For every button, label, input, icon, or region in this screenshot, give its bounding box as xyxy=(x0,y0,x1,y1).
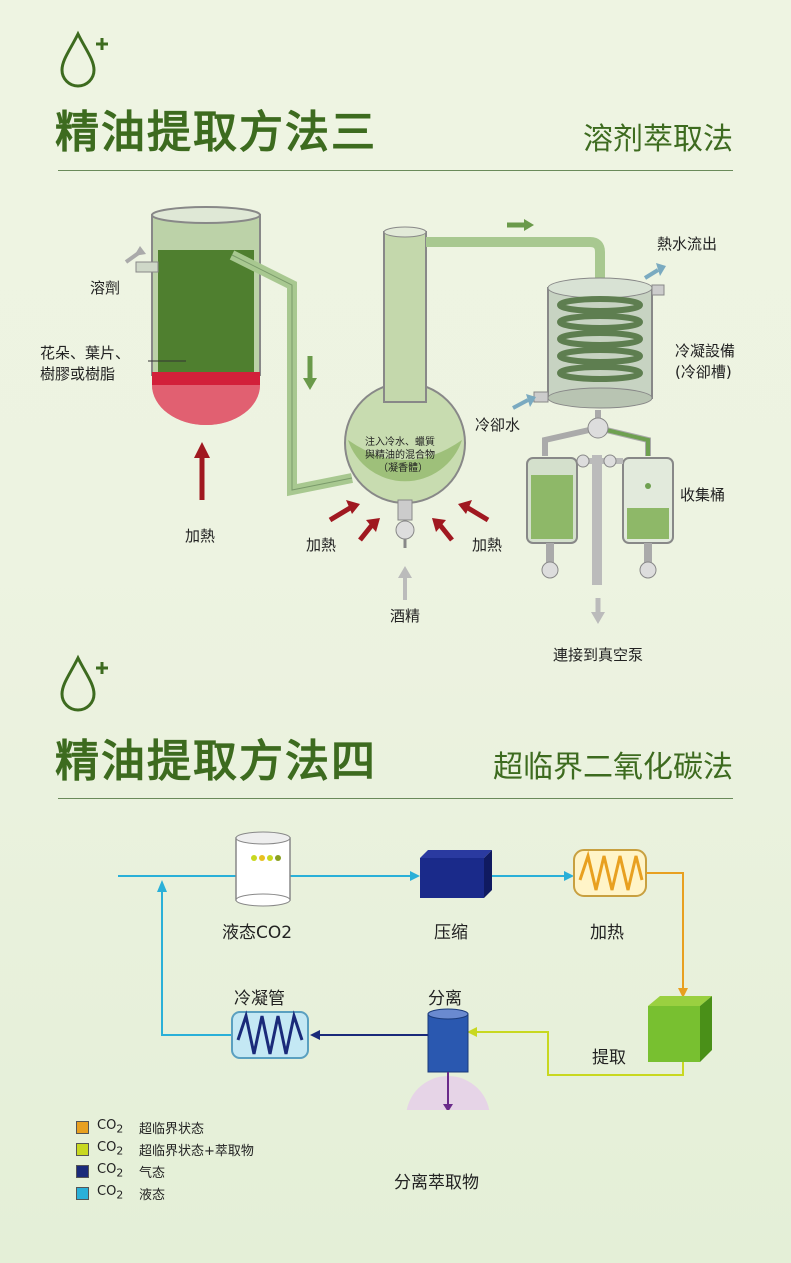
label-material-1: 花朵、葉片、 xyxy=(40,344,131,362)
solvent-extraction-diagram xyxy=(124,206,674,624)
label-material-2: 樹膠或樹脂 xyxy=(40,365,116,383)
label-heat-mid: 加熱 xyxy=(306,536,337,554)
label-alcohol: 酒精 xyxy=(390,607,421,625)
subtitle-method4: 超临界二氧化碳法 xyxy=(493,750,733,785)
legend-text: 液态 xyxy=(139,1187,166,1203)
label-condenser-1: 冷凝設備 xyxy=(675,342,736,360)
condenser xyxy=(533,277,665,409)
legend-co2: CO2 xyxy=(97,1118,124,1136)
droplet-plus-icon xyxy=(60,654,108,712)
label-extract: 提取 xyxy=(592,1048,626,1068)
label-flask-2: 與精油的混合物 xyxy=(365,450,435,461)
label-flask-3: （凝香體） xyxy=(378,463,428,474)
legend-item: CO2 超临界状态+萃取物 xyxy=(76,1140,254,1159)
page-title-method4: 精油提取方法四 xyxy=(55,736,377,787)
collector-left xyxy=(526,457,578,579)
legend-text: 气态 xyxy=(139,1165,166,1181)
legend-item: CO2 液态 xyxy=(76,1184,254,1203)
label-heat-left: 加熱 xyxy=(185,527,216,545)
extractor xyxy=(648,996,712,1062)
label-extracted: 分离萃取物 xyxy=(394,1173,479,1193)
label-solvent: 溶劑 xyxy=(90,279,121,297)
legend-text: 超临界状态 xyxy=(139,1121,205,1137)
label-vacuum-pump: 連接到真空泵 xyxy=(553,646,644,664)
legend-text: 超临界状态+萃取物 xyxy=(139,1143,254,1159)
label-cooling-water: 冷卻水 xyxy=(475,416,521,434)
legend-co2: CO2 xyxy=(97,1140,124,1158)
legend-co2: CO2 xyxy=(97,1162,124,1180)
label-separate: 分离 xyxy=(428,989,462,1009)
separator xyxy=(406,1008,490,1110)
label-flask-1: 注入冷水、蠟質 xyxy=(365,437,435,448)
label-liquid-co2: 液态CO2 xyxy=(222,923,293,943)
legend-swatch xyxy=(76,1142,89,1156)
extraction-vessel xyxy=(135,206,261,425)
legend-item: CO2 气态 xyxy=(76,1162,254,1181)
flask xyxy=(344,226,466,548)
legend-swatch xyxy=(76,1120,89,1134)
legend-co2: CO2 xyxy=(97,1184,124,1202)
condenser-tube xyxy=(231,1010,309,1059)
liquid-co2-tank xyxy=(235,831,291,907)
legend-swatch xyxy=(76,1164,89,1178)
legend-swatch xyxy=(76,1186,89,1200)
droplet-plus-icon xyxy=(60,30,108,88)
collector-right xyxy=(622,457,674,579)
label-heat-right: 加熱 xyxy=(472,536,503,554)
label-collector: 收集桶 xyxy=(680,486,726,504)
legend: CO2 超临界状态 CO2 超临界状态+萃取物 CO2 气态 CO2 液态 xyxy=(76,1118,254,1206)
heater xyxy=(573,849,647,897)
legend-item: CO2 超临界状态 xyxy=(76,1118,254,1137)
compressor xyxy=(420,850,492,898)
label-hot-water-out: 熱水流出 xyxy=(657,235,718,253)
divider xyxy=(58,170,733,171)
page-title-method3: 精油提取方法三 xyxy=(55,107,377,158)
subtitle-method3: 溶剂萃取法 xyxy=(583,122,733,157)
label-compress: 压缩 xyxy=(434,923,468,943)
divider xyxy=(58,798,733,799)
label-heat: 加热 xyxy=(590,923,624,943)
label-condenser: 冷凝管 xyxy=(234,989,285,1009)
label-condenser-2: (冷卻槽) xyxy=(675,363,732,381)
supercritical-co2-diagram xyxy=(118,831,712,1110)
